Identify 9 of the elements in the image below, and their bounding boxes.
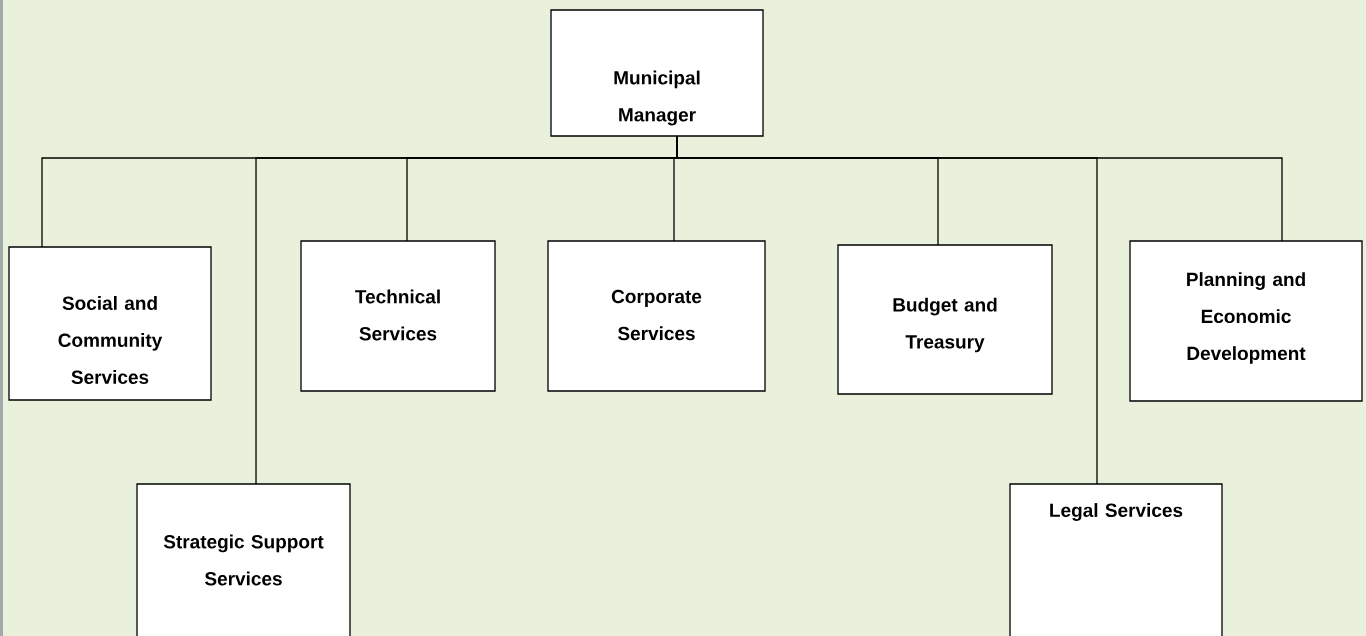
org-box: Technical Services	[300, 240, 496, 392]
connector-line	[676, 135, 1283, 242]
org-box: Municipal Manager	[550, 9, 764, 137]
org-box: Social and Community Services	[8, 246, 212, 401]
org-box: Planning and Economic Development	[1129, 240, 1363, 402]
org-box: Legal Services	[1009, 483, 1223, 636]
org-box: Budget and Treasury	[837, 244, 1053, 395]
org-box: Corporate Services	[547, 240, 766, 392]
org-box: Strategic Support Services	[136, 483, 351, 636]
